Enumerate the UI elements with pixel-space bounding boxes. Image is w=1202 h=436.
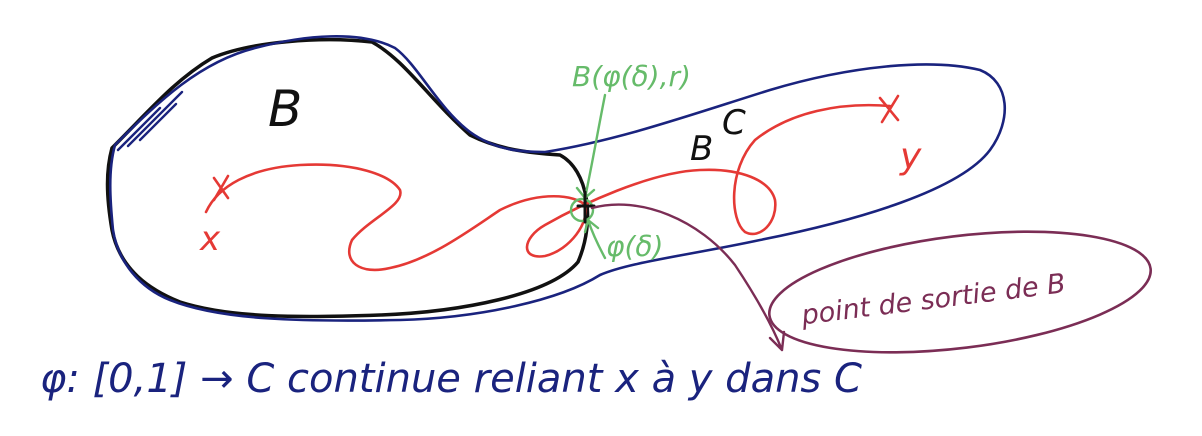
exit-point-label-outline [768, 230, 1152, 354]
hatch-marks [116, 90, 184, 152]
path-phi-curve [204, 103, 892, 272]
phi-delta-arrow [583, 218, 607, 260]
exit-point-tick [576, 190, 596, 224]
ball-label: B(φ(δ),r) [572, 60, 691, 93]
point-x-cross [212, 174, 230, 202]
set-b-label: B [268, 80, 302, 138]
complement-exponent-label: C [722, 103, 746, 143]
exit-point-arrow [590, 203, 786, 352]
complement-label: B [690, 129, 713, 169]
point-y-label: y [899, 136, 922, 177]
ball-circle [569, 197, 595, 223]
exit-point-label: point de sortie de B [799, 268, 1067, 331]
caption-text: φ: [0,1] → C continue reliant x à y dans… [40, 356, 862, 402]
set-b-boundary [105, 37, 590, 319]
phi-delta-label: φ(δ) [606, 230, 663, 263]
set-c-boundary [108, 35, 1007, 322]
point-y-cross [878, 94, 900, 124]
point-x-label: x [199, 219, 221, 259]
